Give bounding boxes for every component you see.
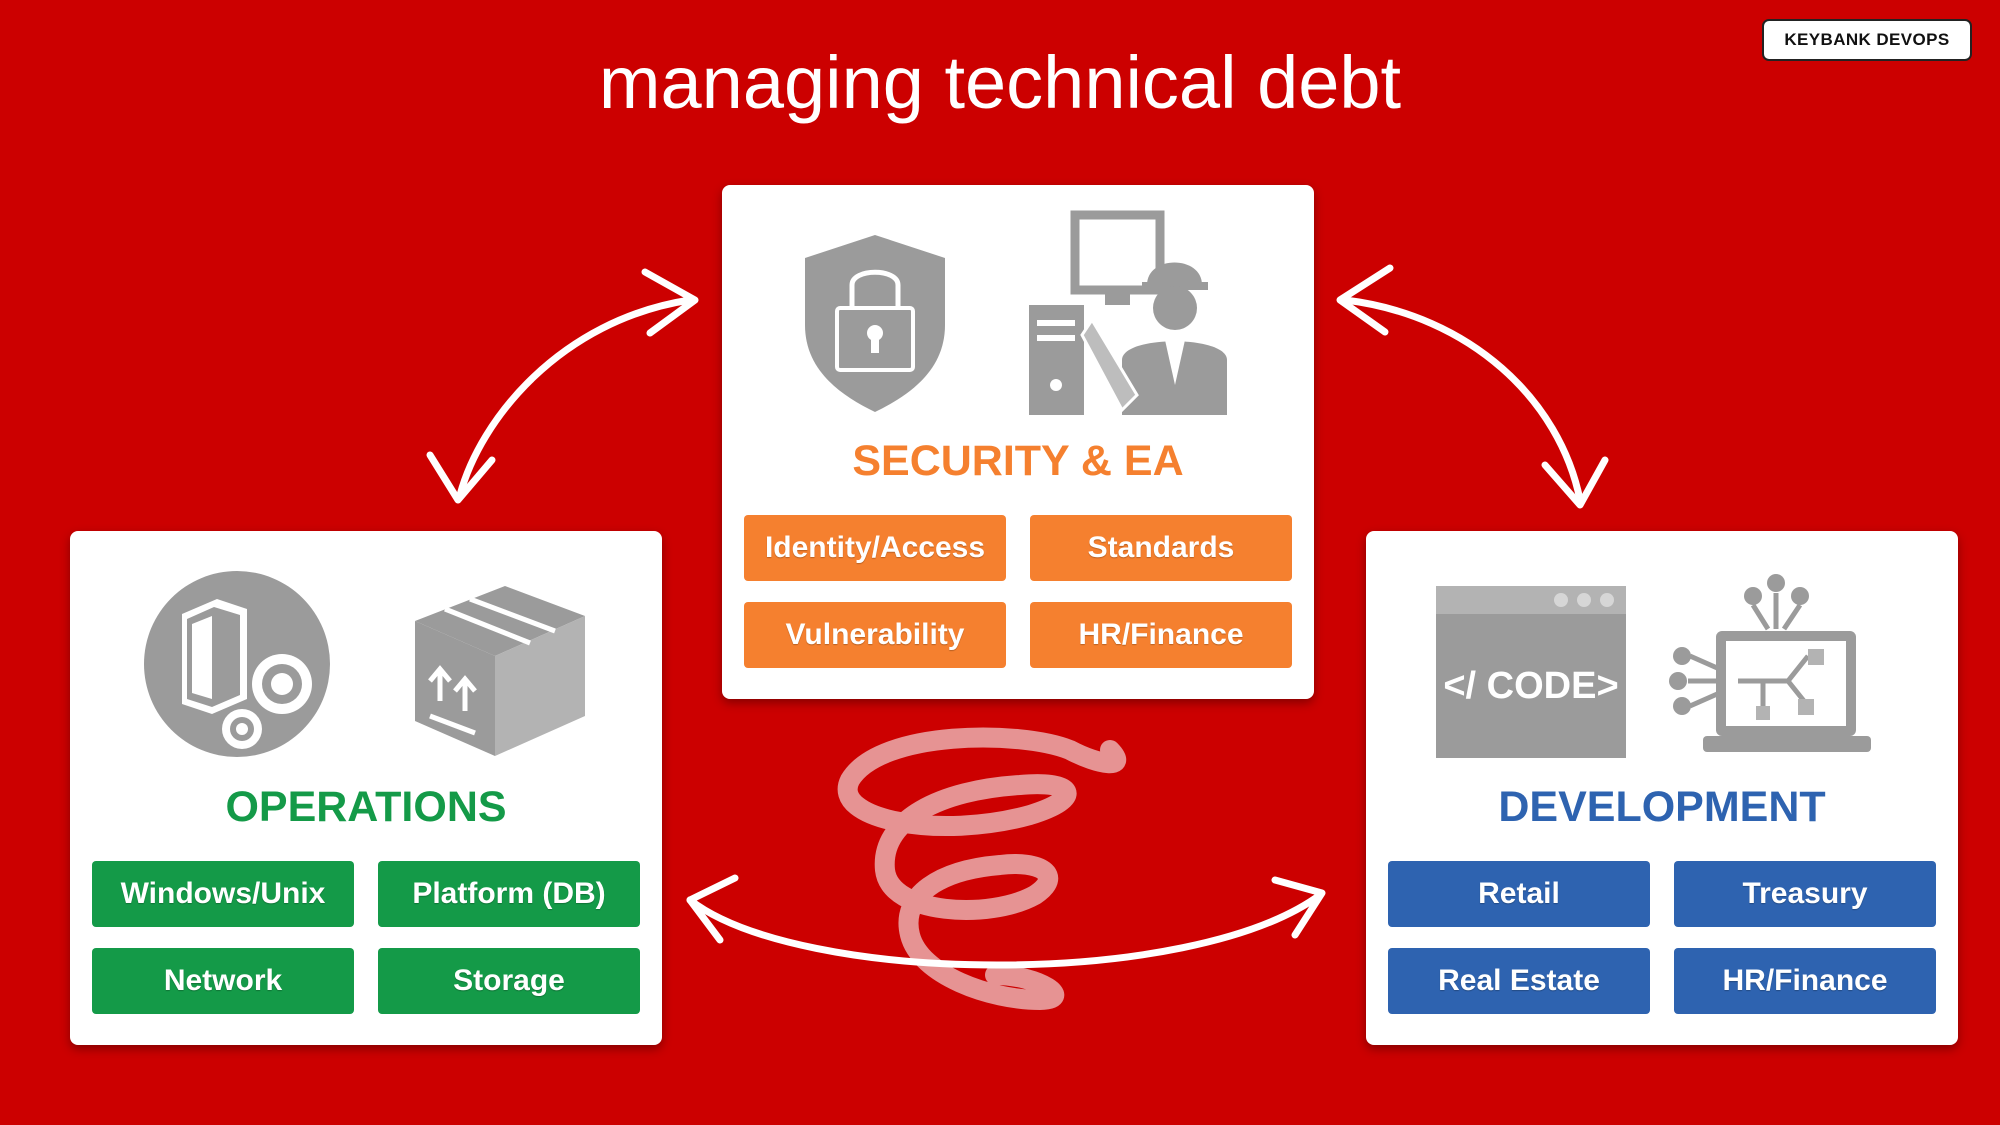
development-item-hr-finance: HR/Finance xyxy=(1674,948,1936,1014)
security-item-identity-access: Identity/Access xyxy=(744,515,1006,581)
keybank-devops-badge: KEYBANK DEVOPS xyxy=(1762,19,1972,61)
operations-card: OPERATIONS Windows/Unix Platform (DB) Ne… xyxy=(70,531,662,1045)
double-arrow-icon xyxy=(686,874,1326,969)
security-title: SECURITY & EA xyxy=(852,437,1184,485)
security-item-standards: Standards xyxy=(1030,515,1292,581)
security-item-vulnerability: Vulnerability xyxy=(744,602,1006,668)
operations-item-storage: Storage xyxy=(378,948,640,1014)
server-gears-icon xyxy=(142,569,332,764)
security-card: SECURITY & EA Identity/Access Standards … xyxy=(722,185,1314,699)
shield-lock-icon xyxy=(800,230,950,420)
code-window-icon: </ CODE> xyxy=(1436,586,1626,763)
operations-title: OPERATIONS xyxy=(225,783,507,831)
double-arrow-icon xyxy=(426,268,699,504)
spiral-icon xyxy=(837,727,1127,1011)
development-item-treasury: Treasury xyxy=(1674,861,1936,927)
code-label: </ CODE> xyxy=(1443,665,1618,707)
security-item-hr-finance: HR/Finance xyxy=(1030,602,1292,668)
development-item-retail: Retail xyxy=(1388,861,1650,927)
development-card: </ CODE> DEVELOPMENT Retail Treasury Rea… xyxy=(1366,531,1958,1045)
operations-item-windows-unix: Windows/Unix xyxy=(92,861,354,927)
engineer-workstation-icon xyxy=(1027,210,1237,425)
development-title: DEVELOPMENT xyxy=(1498,783,1826,831)
laptop-network-icon xyxy=(1668,571,1878,766)
operations-item-platform-db: Platform (DB) xyxy=(378,861,640,927)
operations-item-network: Network xyxy=(92,948,354,1014)
development-item-real-estate: Real Estate xyxy=(1388,948,1650,1014)
double-arrow-icon xyxy=(1336,264,1609,509)
page-title: managing technical debt xyxy=(598,41,1402,124)
package-box-icon xyxy=(410,581,590,766)
